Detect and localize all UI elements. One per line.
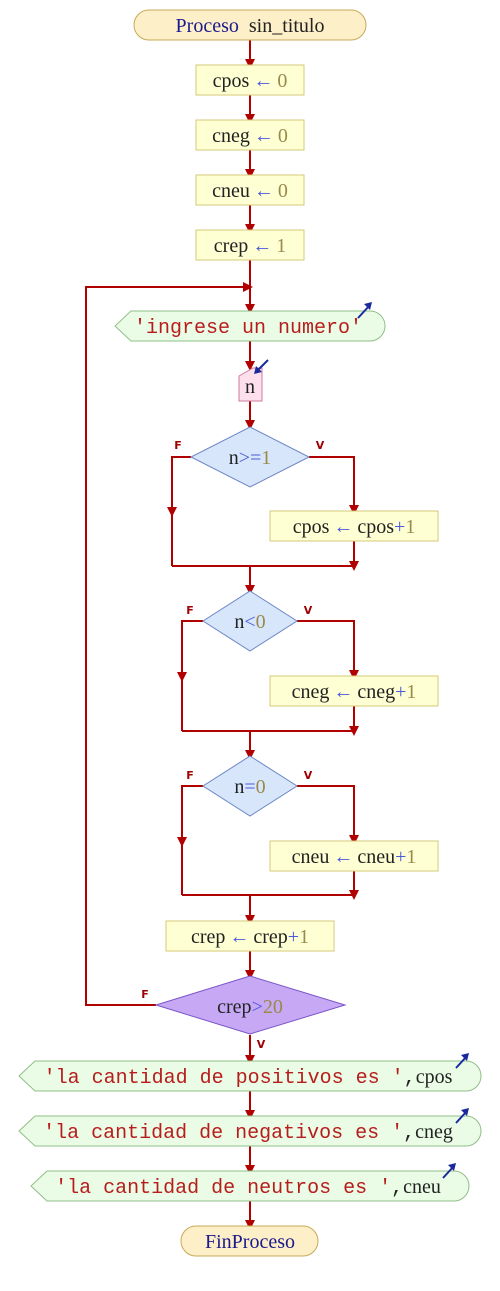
false-branch-label: F [186, 769, 194, 782]
false-branch-label: F [141, 988, 149, 1001]
svg-text:'la cantidad de positivos es ': 'la cantidad de positivos es ',cpos [44, 1066, 453, 1090]
start-terminal: Proceso sin_titulo [133, 9, 367, 41]
loop-condition: crep>20 F V [141, 975, 347, 1051]
assign-cneu-increment: cneu←cneu+1 [269, 840, 439, 872]
assign-cpos-increment: cpos←cpos+1 [269, 510, 439, 542]
true-branch-label: V [257, 1038, 266, 1051]
svg-text:cneu←0: cneu←0 [212, 180, 288, 202]
assign-crep-increment: crep←crep+1 [165, 920, 335, 952]
true-branch-label: V [304, 604, 313, 617]
svg-text:crep←crep+1: crep←crep+1 [191, 926, 309, 948]
svg-text:Proceso sin_titulo: Proceso sin_titulo [176, 15, 325, 37]
true-branch-label: V [316, 439, 325, 452]
output-arrow-icon [442, 1163, 456, 1179]
output-prompt: 'ingrese un numero' [114, 302, 386, 342]
true-branch-label: V [304, 769, 313, 782]
decision-neutral: n=0 F V [186, 755, 313, 817]
input-arrow-icon [254, 359, 269, 374]
assign-cneg-increment: cneg←cneg+1 [269, 675, 439, 707]
assign-cneu-init: cneu←0 [195, 174, 305, 206]
svg-text:cpos←0: cpos←0 [213, 70, 288, 92]
false-branch-label: F [186, 604, 194, 617]
false-branch-label: F [174, 439, 182, 452]
assign-cneg-init: cneg←0 [195, 119, 305, 151]
output-arrow-icon [455, 1108, 469, 1124]
output-arrow-icon [455, 1053, 469, 1069]
svg-text:cneu←cneu+1: cneu←cneu+1 [292, 846, 417, 868]
svg-text:cneg←0: cneg←0 [212, 125, 288, 147]
connectors [85, 40, 359, 1230]
end-keyword: FinProceso [205, 1231, 295, 1253]
output-negativos: 'la cantidad de negativos es ',cneg [18, 1108, 482, 1147]
svg-text:cpos←cpos+1: cpos←cpos+1 [293, 516, 416, 538]
end-terminal: FinProceso [180, 1225, 319, 1257]
svg-text:'la cantidad de neutros es ',c: 'la cantidad de neutros es ',cneu [55, 1176, 441, 1200]
prompt-text: 'ingrese un numero' [134, 317, 362, 340]
svg-text:cneg←cneg+1: cneg←cneg+1 [292, 681, 417, 703]
svg-text:'la cantidad de negativos es ': 'la cantidad de negativos es ',cneg [43, 1121, 453, 1145]
output-neutros: 'la cantidad de neutros es ',cneu [30, 1163, 470, 1202]
svg-text:n>=1: n>=1 [229, 447, 272, 469]
svg-text:crep>20: crep>20 [217, 996, 283, 1018]
input-var: n [245, 376, 255, 398]
assign-crep-init: crep←1 [195, 229, 305, 261]
output-positivos: 'la cantidad de positivos es ',cpos [18, 1053, 482, 1092]
assign-cpos-init: cpos←0 [195, 64, 305, 96]
decision-positive: n>=1 F V [174, 426, 325, 488]
svg-text:n<0: n<0 [234, 611, 265, 633]
svg-text:crep←1: crep←1 [214, 235, 286, 257]
svg-text:n=0: n=0 [234, 776, 265, 798]
input-n: n [238, 359, 269, 402]
decision-negative: n<0 F V [186, 590, 313, 652]
output-arrow-icon [357, 302, 372, 319]
process-name: sin_titulo [249, 15, 325, 37]
start-keyword: Proceso [176, 15, 239, 37]
